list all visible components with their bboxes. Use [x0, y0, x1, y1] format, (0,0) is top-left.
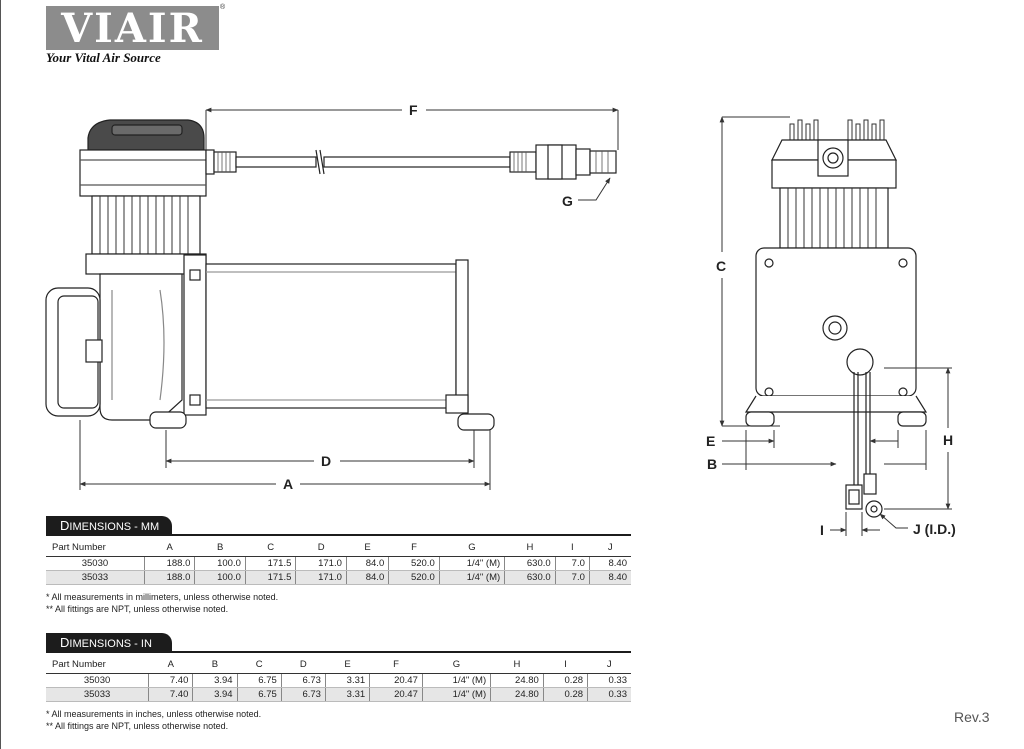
dimensions-in-table: Part Number A B C D E F G H I J 35030 7.…: [46, 657, 631, 702]
dim-label-b: B: [707, 456, 717, 472]
note-line: * All measurements in inches, unless oth…: [46, 709, 262, 719]
side-view: [45, 119, 617, 431]
dimensions-mm-notes: * All measurements in millimeters, unles…: [46, 591, 631, 615]
note-line: * All measurements in millimeters, unles…: [46, 592, 279, 602]
dimensions-in-notes: * All measurements in inches, unless oth…: [46, 708, 631, 732]
note-line: ** All fittings are NPT, unless otherwis…: [46, 604, 229, 614]
table-header-row: Part Number A B C D E F G H I J: [46, 540, 631, 557]
logo-background: [46, 6, 219, 50]
dim-label-j: J (I.D.): [913, 521, 956, 537]
dim-label-f: F: [409, 102, 418, 118]
dim-label-d: D: [321, 453, 331, 469]
table-row: 35030 7.40 3.94 6.75 6.73 3.31 20.47 1/4…: [46, 673, 631, 688]
dim-label-i: I: [820, 522, 824, 538]
dim-label-a: A: [283, 476, 293, 492]
dimensions-in-title: DIMENSIONS - IN: [46, 633, 172, 653]
dim-label-h: H: [943, 432, 953, 448]
brand-tagline: Your Vital Air Source: [46, 50, 161, 65]
dim-label-c: C: [716, 258, 726, 274]
side-view-dimension-lines: [79, 107, 619, 490]
table-header-row: Part Number A B C D E F G H I J: [46, 657, 631, 674]
dimensions-mm-section: DIMENSIONS - MM Part Number A B C D E F …: [46, 516, 631, 615]
dim-label-g: G: [562, 193, 573, 209]
dim-label-e: E: [706, 433, 715, 449]
dimensions-mm-table: Part Number A B C D E F G H I J 35030 18…: [46, 540, 631, 585]
table-row: 35030 188.0 100.0 171.5 171.0 84.0 520.0…: [46, 556, 631, 571]
table-row: 35033 188.0 100.0 171.5 171.0 84.0 520.0…: [46, 570, 631, 585]
revision-label: Rev.3: [954, 709, 990, 725]
brand-logo: VIAIR: [61, 5, 204, 52]
dimensions-in-section: DIMENSIONS - IN Part Number A B C D E F …: [46, 633, 631, 732]
dimensions-mm-title: DIMENSIONS - MM: [46, 516, 172, 536]
end-view-dimension-lines: [719, 116, 952, 536]
page-left-border: [0, 0, 1, 749]
table-row: 35033 7.40 3.94 6.75 6.73 3.31 20.47 1/4…: [46, 687, 631, 702]
note-line: ** All fittings are NPT, unless otherwis…: [46, 721, 229, 731]
registered-mark: ®: [220, 4, 226, 11]
end-view: [744, 119, 928, 518]
